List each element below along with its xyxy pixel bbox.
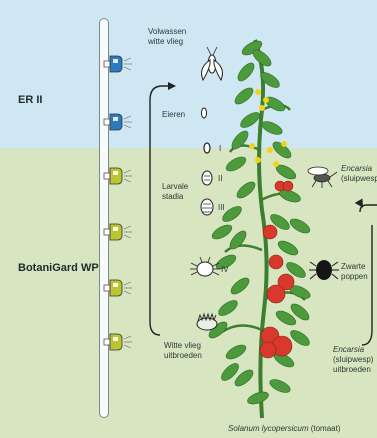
- black-pupae-label-line-2: poppen: [341, 272, 368, 282]
- tomato-fruit: [269, 255, 283, 269]
- lifecycle-arrowhead: [168, 82, 176, 90]
- leaf: [224, 342, 248, 362]
- tomato-flower: [267, 147, 273, 153]
- stage-label-3: III: [218, 203, 225, 212]
- plant-caption-latin: Solanum lycopersicum: [228, 424, 311, 433]
- plant-caption: Solanum lycopersicum (tomaat): [228, 424, 341, 434]
- stage-label-1: I: [219, 144, 221, 153]
- emergence-label-line-2: uitbroeden: [164, 351, 202, 361]
- tomato-flower: [255, 157, 261, 163]
- leaf: [276, 238, 300, 258]
- tomato-plant: [206, 38, 312, 418]
- larva-stage-3-icon: [201, 199, 213, 215]
- leaf: [260, 119, 284, 137]
- stage-label-4: IV: [221, 265, 229, 274]
- adult-whitefly-label: Volwassen witte vlieg: [148, 27, 186, 47]
- larval-stages-label-line-1: Larvale: [162, 182, 188, 192]
- leaf: [234, 179, 257, 201]
- empty-pupa-icon: [197, 314, 217, 330]
- leaf: [216, 298, 240, 319]
- encarsia-label-bottom-line-2: (sluipwesp): [333, 355, 373, 365]
- black-pupae-label: Zwarte poppen: [341, 262, 368, 282]
- larva-stage-2-icon: [202, 171, 212, 185]
- emergence-label-line-1: Witte vlieg: [164, 341, 202, 351]
- leaf: [268, 377, 292, 395]
- encarsia-label-top: Encarsia (sluipwesp): [341, 164, 377, 184]
- encarsia-label-top-line-1: Encarsia: [341, 164, 377, 174]
- larval-stages-label: Larvale stadia: [162, 182, 188, 202]
- leaf: [210, 222, 234, 242]
- emergence-label: Witte vlieg uitbroeden: [164, 341, 202, 361]
- lifecycle-arrow: [150, 86, 168, 335]
- tomato-flower: [249, 143, 255, 149]
- encarsia-label-bottom: Encarsia (sluipwesp) uitbroeden: [333, 345, 373, 375]
- black-pupa-icon: [309, 260, 339, 280]
- eggs-label: Eieren: [162, 110, 185, 120]
- encarsia-label-top-line-2: (sluipwesp): [341, 174, 377, 184]
- tomato-fruit: [260, 342, 276, 358]
- stage-label-2: II: [218, 174, 222, 183]
- larval-stages-label-line-2: stadia: [162, 192, 188, 202]
- tomato-flower: [259, 105, 265, 111]
- tomato-flower: [281, 141, 287, 147]
- adult-whitefly-label-line-2: witte vlieg: [148, 37, 186, 47]
- encarsia-wasp-icon: [308, 167, 337, 188]
- leaf: [229, 128, 251, 151]
- leaf: [232, 85, 255, 107]
- leaf: [235, 60, 257, 83]
- adult-whitefly-label-line-1: Volwassen: [148, 27, 186, 37]
- black-pupae-label-line-1: Zwarte: [341, 262, 368, 272]
- adult-whitefly-icon: [202, 47, 223, 80]
- plant-branch: [222, 325, 262, 332]
- tomato-fruit: [267, 285, 285, 303]
- encarsia-label-bottom-line-1: Encarsia: [333, 345, 373, 355]
- leaf: [228, 275, 251, 297]
- tomato-flower: [263, 97, 269, 103]
- larva-stage-4-icon: [190, 257, 220, 276]
- encarsia-cycle-arrow: [362, 225, 372, 345]
- larva-stage-1-icon: [204, 143, 210, 153]
- encarsia-label-bottom-line-3: uitbroeden: [333, 365, 373, 375]
- leaf: [288, 216, 312, 236]
- plant-caption-common: (tomaat): [311, 424, 341, 433]
- tomato-fruit: [283, 181, 293, 191]
- tomato-flower: [273, 161, 279, 167]
- egg-icon: [202, 108, 207, 118]
- tomato-flower: [255, 89, 261, 95]
- leaf: [224, 154, 248, 174]
- leaf: [246, 390, 270, 407]
- tomato-fruit: [263, 225, 277, 239]
